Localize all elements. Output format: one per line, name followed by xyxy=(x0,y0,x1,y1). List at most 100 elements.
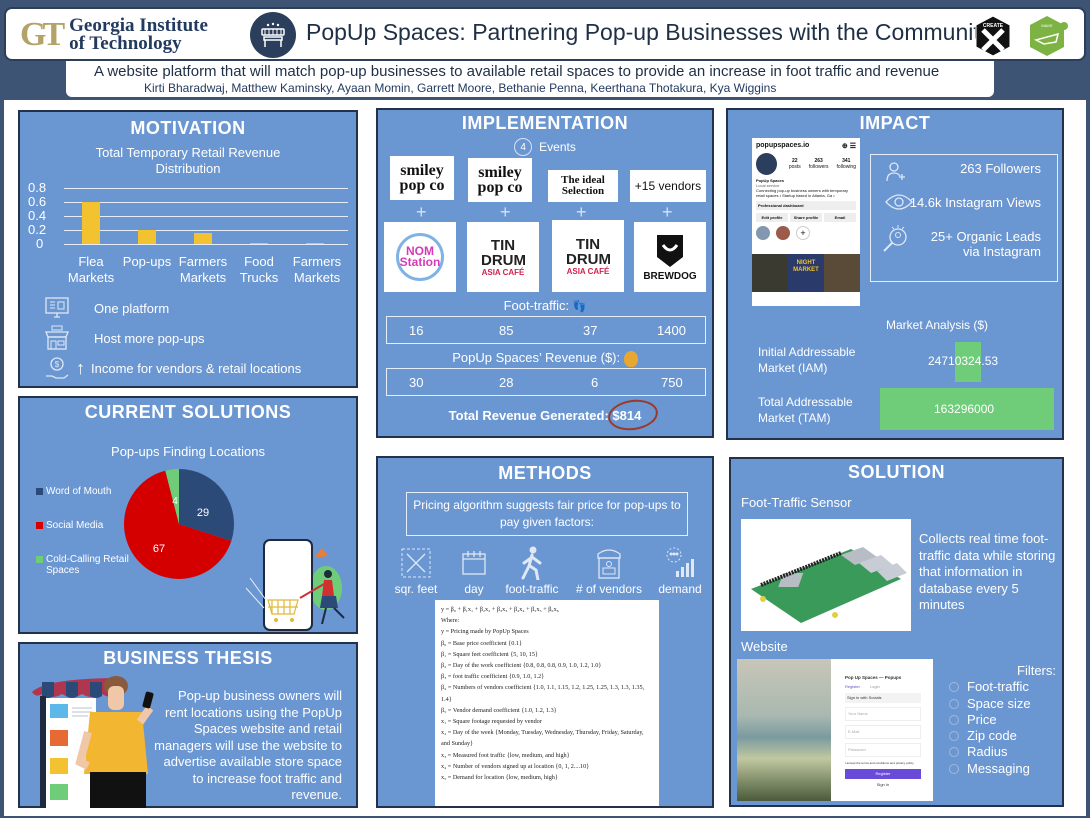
events-count: 4 Events xyxy=(378,138,712,156)
sensor-description: Collects real time foot-traffic data whi… xyxy=(919,531,1056,612)
filter-zip-code[interactable]: Zip code xyxy=(949,728,1017,743)
bar-farmers-markets xyxy=(194,233,212,244)
y-tick: 0.8 xyxy=(28,180,47,195)
organic-leads-stat: 25+ Organic Leads via Instagram xyxy=(930,229,1041,259)
georgia-tech-logo: GT Georgia Institute of Technology xyxy=(20,16,208,53)
phone-shopping-illustration xyxy=(244,538,354,632)
subtitle-banner: A website platform that will match pop-u… xyxy=(66,61,994,97)
highlight-circle xyxy=(606,396,660,434)
plus-icon: + xyxy=(576,202,587,222)
svg-text:MAKE: MAKE xyxy=(1041,23,1053,28)
motivation-title: MOTIVATION xyxy=(130,118,246,138)
plus-icon: + xyxy=(662,202,673,222)
radio-icon[interactable] xyxy=(949,698,959,709)
market-analysis-title: Market Analysis ($) xyxy=(886,318,989,332)
revenue-value: 750 xyxy=(661,374,683,390)
solution-title: SOLUTION xyxy=(848,462,945,482)
factor-demand: demand xyxy=(652,544,708,596)
pricing-algorithm-description: Pricing algorithm suggests fair price fo… xyxy=(406,492,688,536)
register-tab[interactable]: Register xyxy=(845,684,860,689)
instagram-menu-icon: ⊕ ☰ xyxy=(841,143,856,150)
gridline xyxy=(64,216,348,217)
website-screenshot: Pop Up Spaces — Popups Register Login Si… xyxy=(737,659,933,801)
business-thesis-title: BUSINESS THESIS xyxy=(103,648,273,668)
y-tick: 0.2 xyxy=(28,222,47,237)
followers-stat: 263 Followers xyxy=(960,161,1041,176)
register-form: Pop Up Spaces — Popups Register Login Si… xyxy=(845,675,921,788)
radio-icon[interactable] xyxy=(949,714,959,725)
vendor-logo-smiley-pop-co: smiley pop co xyxy=(390,156,454,200)
filters-title: Filters: xyxy=(1017,663,1056,678)
radio-icon[interactable] xyxy=(949,681,959,692)
money-bag-icon xyxy=(623,350,638,367)
password-input[interactable]: Password xyxy=(845,743,921,757)
motivation-panel: MOTIVATION Total Temporary Retail Revenu… xyxy=(18,110,358,388)
shop-owner-illustration xyxy=(28,672,158,808)
x-label: Farmers Markets xyxy=(292,254,342,285)
gridline xyxy=(64,230,348,231)
tam-value: 163296000 xyxy=(934,402,995,416)
business-thesis-panel: BUSINESS THESIS Pop-up business owners w… xyxy=(18,642,358,808)
register-button[interactable]: Register xyxy=(845,769,921,779)
plus-icon: + xyxy=(500,202,511,222)
email-input[interactable]: E-Mail xyxy=(845,725,921,739)
radio-icon[interactable] xyxy=(949,746,959,757)
author-list: Kirti Bharadwaj, Matthew Kaminsky, Ayaan… xyxy=(144,81,777,95)
factor-day: day xyxy=(456,544,492,596)
formula-line: y = Pricing made by PopUp Spaces xyxy=(441,628,529,636)
demand-chart-icon xyxy=(652,544,708,582)
pie-chart-title: Pop-ups Finding Locations xyxy=(111,444,265,459)
gt-monogram: GT xyxy=(20,16,65,53)
foot-traffic-value: 37 xyxy=(583,322,598,338)
landscape-image xyxy=(737,659,831,801)
legend-social-media: Social Media xyxy=(36,520,103,531)
partner-logo-brewdog: BREWDOG xyxy=(634,222,706,292)
impact-stats-box: 263 Followers 14.6k Instagram Views 25+ … xyxy=(870,154,1058,282)
legend-word-of-mouth: Word of Mouth xyxy=(36,486,111,497)
total-revenue-value: $814 xyxy=(612,408,642,423)
y-tick: 0.4 xyxy=(28,208,47,223)
radio-icon[interactable] xyxy=(949,730,959,741)
pie-label-social-media: 67 xyxy=(153,543,165,555)
filter-radius[interactable]: Radius xyxy=(949,744,1007,759)
motivation-bullet: $ ↑ Income for vendors & retail location… xyxy=(42,356,301,380)
instagram-views-stat: 14.6k Instagram Views xyxy=(909,195,1041,210)
brewdog-shield-icon xyxy=(657,234,683,267)
login-tab[interactable]: Login xyxy=(869,684,880,689)
tam-label: Total Addressable Market (TAM) xyxy=(758,395,853,425)
sign-in-link[interactable]: Sign In xyxy=(876,782,890,787)
radio-icon[interactable] xyxy=(949,763,959,774)
project-subtitle: A website platform that will match pop-u… xyxy=(94,63,940,80)
foot-traffic-value: 1400 xyxy=(657,322,686,338)
filter-messaging[interactable]: Messaging xyxy=(949,761,1030,776)
revenue-bar-chart: 0.8 0.6 0.4 0.2 0 Flea Markets Pop-ups F… xyxy=(28,180,348,285)
terms-checkbox[interactable]: I accept the terms and conditions and pr… xyxy=(845,761,914,765)
plus-icon: + xyxy=(416,202,427,222)
x-label: Pop-ups xyxy=(122,254,172,269)
revenue-row: 30 28 6 750 xyxy=(386,368,706,396)
filter-foot-traffic[interactable]: Foot-traffic xyxy=(949,679,1029,694)
total-revenue: Total Revenue Generated: $814 xyxy=(448,408,642,423)
name-input[interactable]: Your Name xyxy=(845,707,921,721)
x-label: Farmers Markets xyxy=(178,254,228,285)
methods-title: METHODS xyxy=(498,463,592,483)
website-label: Website xyxy=(741,639,788,654)
vendor-logo-ideal-selection: The ideal Selection xyxy=(548,170,618,202)
filter-space-size[interactable]: Space size xyxy=(949,696,1031,711)
sensor-label: Foot-Traffic Sensor xyxy=(741,495,852,510)
raspberry-pi-image xyxy=(741,519,911,631)
partner-logo-tin-drum: TIN DRUM ASIA CAFÉ xyxy=(552,220,624,292)
solution-panel: SOLUTION Foot-Traffic Sensor Collects re… xyxy=(729,457,1064,807)
factor-vendors: # of vendors xyxy=(570,544,648,596)
pricing-formula: y = β₀ + β₁x₁ + β₂x₂ + β₃x₃ + β₄x₄ + β₅x… xyxy=(435,600,659,806)
x-label: Flea Markets xyxy=(67,254,115,285)
calendar-icon xyxy=(456,544,492,582)
search-people-icon xyxy=(881,223,913,260)
filter-price[interactable]: Price xyxy=(949,712,997,727)
bar-farmers-markets-2 xyxy=(306,243,324,244)
pie-label-word-of-mouth: 29 xyxy=(197,507,209,519)
implementation-title: IMPLEMENTATION xyxy=(461,113,629,133)
implementation-panel: IMPLEMENTATION 4 Events smiley pop co sm… xyxy=(376,108,714,438)
